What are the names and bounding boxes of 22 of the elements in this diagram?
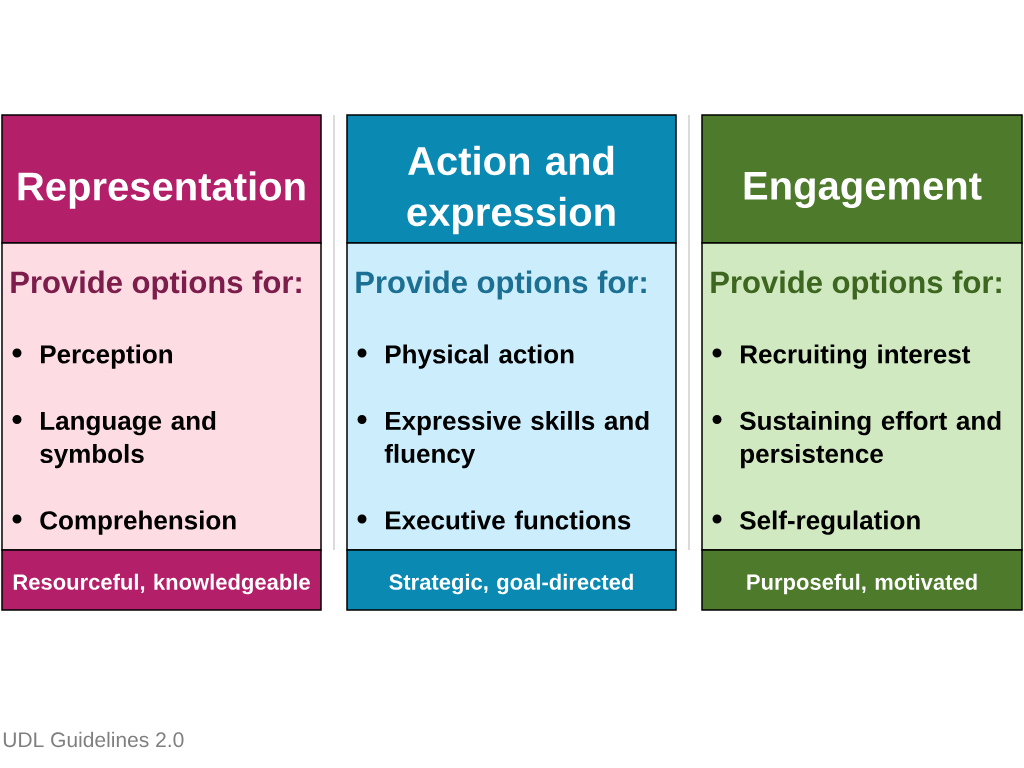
list-item: Physical action (386, 344, 574, 369)
list-item: Self-regulation (740, 510, 920, 535)
options-panel (701, 242, 1023, 551)
title-band: Action and expression (346, 114, 677, 244)
options-panel (346, 242, 677, 551)
panel-heading: Provide options for: (11, 270, 301, 300)
title-band: Representation (1, 114, 322, 244)
list-item: Expressive skills and fluency (384, 410, 649, 469)
title-band: Engagement (701, 114, 1023, 244)
footer-band: Resourceful, knowledgeable (1, 549, 322, 611)
list-item: Sustaining effort and persistence (740, 410, 1001, 469)
caption: UDL Guidelines 2.0 (3, 731, 184, 748)
list-item: Recruiting interest (741, 344, 971, 369)
list-item: Comprehension (40, 510, 236, 535)
panel-heading: Provide options for: (356, 270, 646, 300)
list-item: Executive functions (386, 510, 631, 530)
footer-band: Strategic, goal-directed (346, 549, 677, 611)
footer-band: Purposeful, motivated (701, 549, 1023, 611)
list-item: Language and symbols (40, 410, 216, 469)
list-item: Perception (41, 344, 172, 369)
options-panel (1, 242, 322, 551)
panel-heading: Provide options for: (711, 270, 1001, 300)
